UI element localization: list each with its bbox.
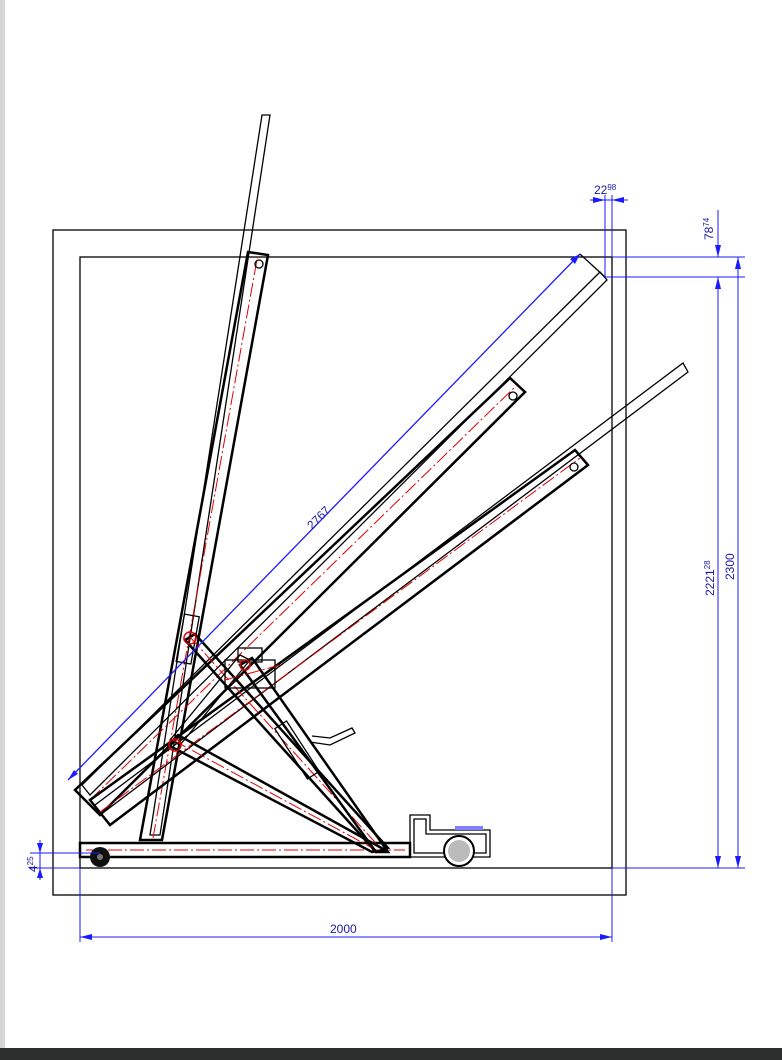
dim-width: 2000 (330, 922, 357, 936)
dim-inner-height: 222128 (703, 560, 717, 596)
taskbar (0, 1048, 782, 1060)
base-frame (78, 814, 491, 867)
dimension-lines (30, 195, 745, 942)
window-left-edge (0, 0, 5, 1048)
dim-ground-clearance: 425 (26, 856, 40, 872)
boom-lower (88, 362, 689, 827)
inner-room-outline (79, 256, 613, 869)
outer-room-outline (52, 229, 627, 896)
dim-total-height: 2300 (723, 553, 737, 580)
dim-boom-length: 2767 (304, 503, 333, 532)
boom-middle (73, 271, 608, 817)
support-struts (165, 631, 391, 854)
dim-top-offset: 2298 (594, 183, 617, 197)
boom-vertical (138, 114, 271, 842)
dim-top-height: 7874 (702, 217, 716, 240)
